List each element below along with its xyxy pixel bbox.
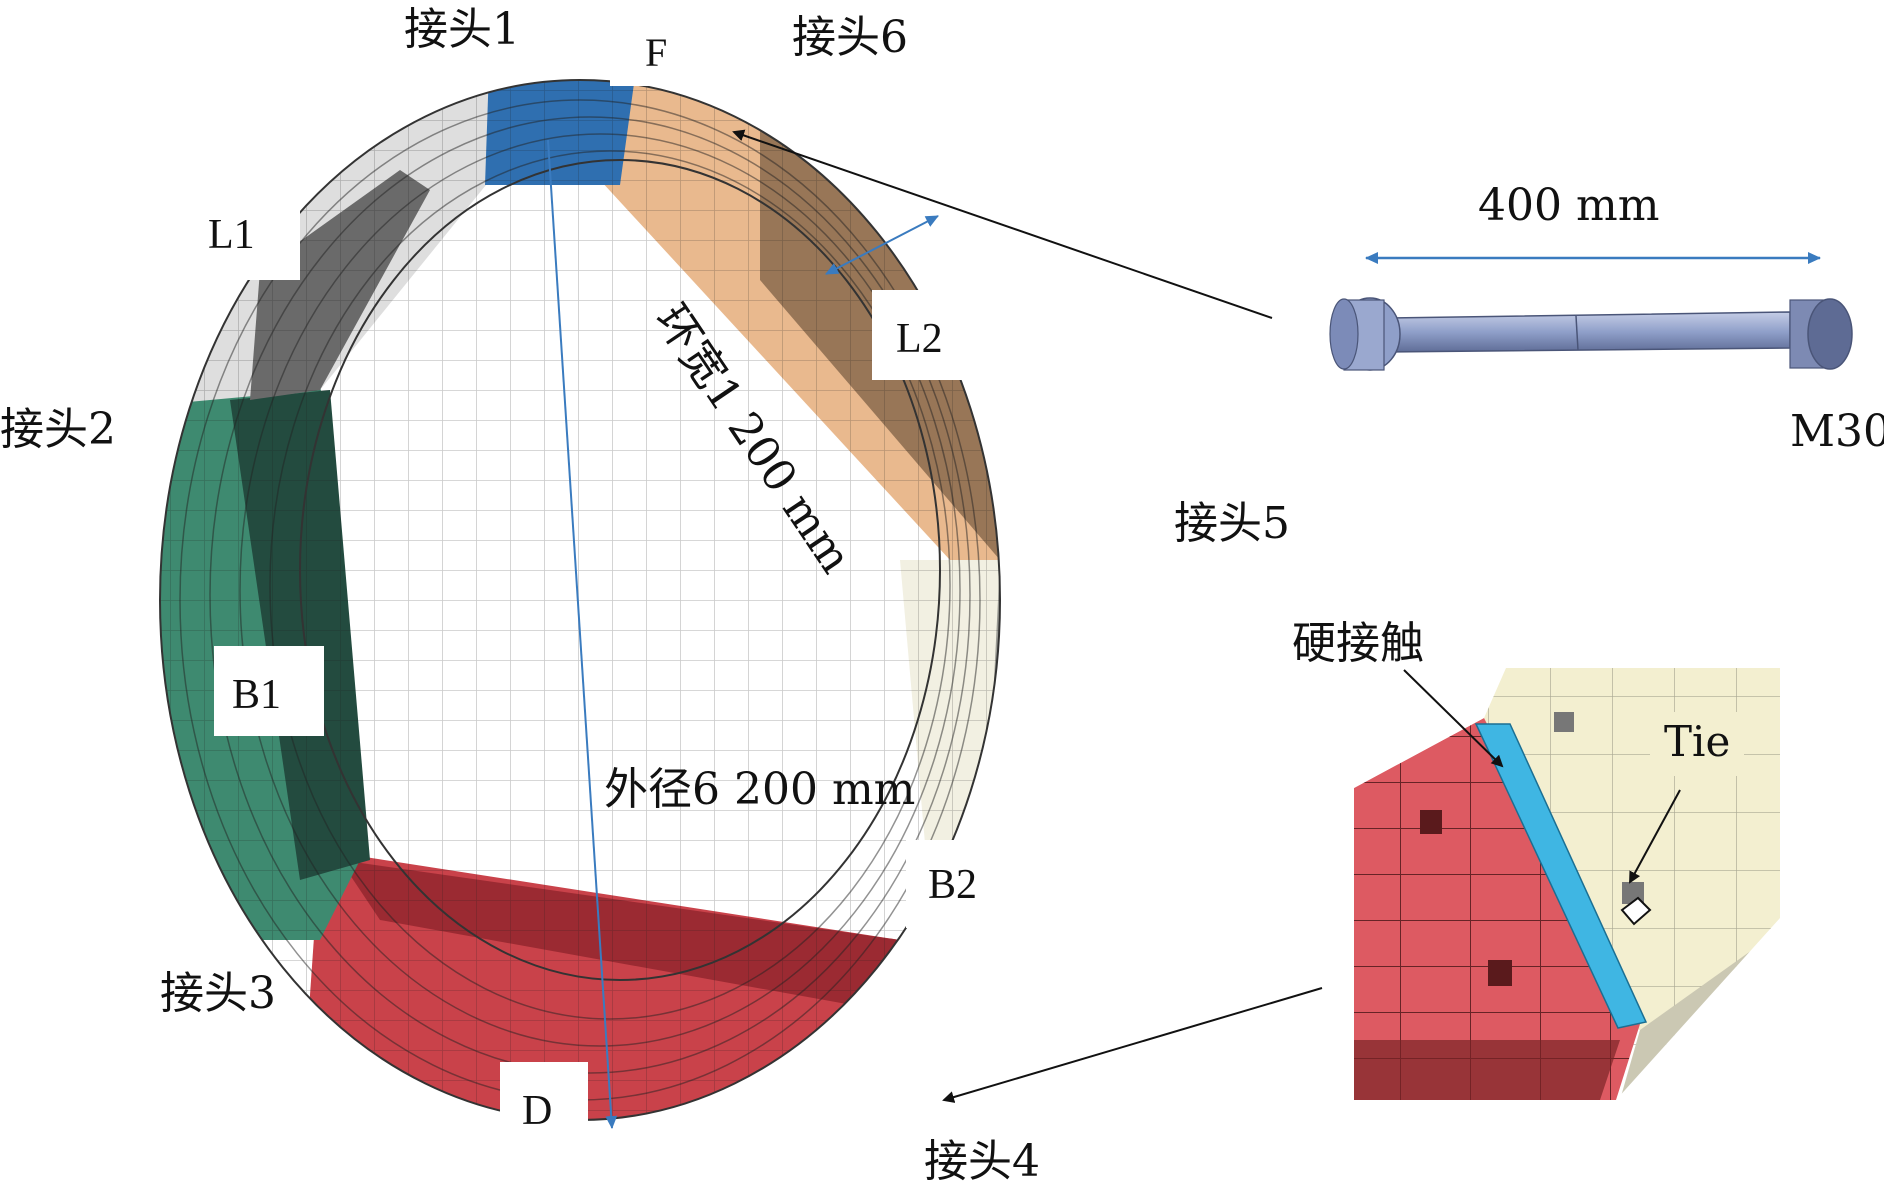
joint-label-5: 接头5 (1174, 498, 1290, 549)
hard-contact-label: 硬接触 (1292, 618, 1424, 669)
tie-label: Tie (1664, 717, 1730, 766)
joint-labels: 接头1 接头2 接头3 接头4 接头5 接头6 (0, 4, 1290, 1182)
segment-label-D: D (522, 1088, 552, 1134)
contact-detail: 硬接触 Tie (942, 618, 1780, 1103)
bolt-length-label: 400 mm (1478, 180, 1659, 231)
joint-label-4: 接头4 (924, 1136, 1040, 1182)
joint4-callout (942, 987, 1323, 1103)
outer-diameter-label: 外径6 200 mm (604, 764, 915, 815)
bolt-spec-label: M30 (1790, 406, 1884, 457)
tie-node-marker (1620, 896, 1652, 926)
bolt-callout-line (732, 129, 1273, 319)
joint-label-6: 接头6 (792, 12, 908, 63)
segment-label-L1: L1 (208, 212, 255, 258)
segment-label-F: F (645, 30, 667, 75)
hard-contact-face (1474, 723, 1648, 1029)
ring-inner-edge (299, 159, 941, 981)
hard-contact-callout (1403, 669, 1504, 768)
tie-callout (1629, 789, 1681, 884)
joint-label-1: 接头1 (404, 4, 520, 55)
ring-width-arrow (825, 215, 939, 275)
joint-label-2: 接头2 (0, 404, 116, 455)
outer-diameter-line (547, 139, 618, 1129)
segment-label-B1: B1 (232, 672, 281, 718)
joint-label-3: 接头3 (160, 968, 276, 1019)
segment-label-B2: B2 (928, 862, 977, 908)
segment-label-L2: L2 (896, 316, 943, 362)
bolt-right-head (1807, 298, 1853, 370)
bolt-detail: 400 mm M30 (732, 129, 1884, 457)
bolt-shaft (1389, 311, 1791, 353)
segment-labels: F L1 L2 B1 B2 D (196, 22, 1016, 1134)
segment-ring (159, 79, 1001, 1121)
